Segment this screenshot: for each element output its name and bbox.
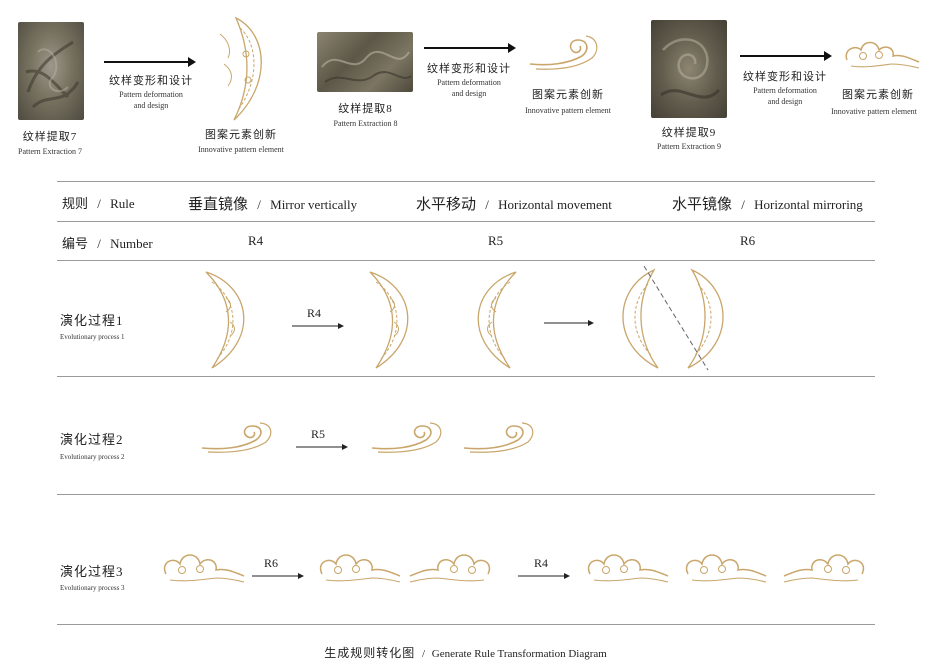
rule-r5-sep: / [485, 197, 489, 212]
pattern-element-7 [219, 16, 262, 121]
process-2-step-1-arrow [296, 444, 348, 450]
pattern-element-9 [845, 41, 920, 69]
number-r6: R6 [740, 233, 756, 248]
element-8-en: Innovative pattern element [525, 106, 611, 115]
rule-r6-cn: 水平镜像 [672, 197, 733, 213]
mirror-axis [643, 265, 709, 371]
transform-2-en2: and design [451, 89, 487, 98]
transform-arrow-2 [424, 43, 516, 53]
process-1-step-1-label: R4 [307, 306, 322, 320]
rule-header-sep: / [97, 196, 101, 211]
table-header-bottom-line [57, 260, 875, 261]
extraction-7-en: Pattern Extraction 7 [18, 147, 82, 156]
process-3-step-2-arrow [518, 573, 570, 579]
rule-header-en: Rule [110, 196, 135, 211]
rule-r5-cn: 水平移动 [416, 197, 477, 213]
rule-r5-en: Horizontal movement [498, 197, 612, 212]
number-r4: R4 [248, 233, 264, 248]
process-2-cloud-c [463, 422, 534, 453]
rule-r4-en: Mirror vertically [270, 197, 358, 212]
extraction-9-en: Pattern Extraction 9 [657, 142, 721, 151]
process-3-cloud-a [163, 554, 245, 583]
process-3-cloud-d [587, 554, 669, 583]
process-3-bottom-line [57, 624, 875, 625]
process-1-crescent-c [477, 271, 517, 369]
process-2-cloud-b [371, 422, 442, 453]
transform-3-en2: and design [767, 97, 803, 106]
process-3-cloud-f [783, 554, 865, 583]
rule-r4-cn: 垂直镜像 [188, 197, 249, 213]
pattern-photo-8 [317, 32, 413, 92]
process-2-cn: 演化过程2 [60, 432, 124, 447]
pattern-photo-7 [18, 22, 84, 120]
process-3-cloud-c [409, 554, 491, 583]
table-top-line [57, 181, 875, 182]
pattern-photo-9-texture [660, 38, 721, 99]
rule-r5: 水平移动 / Horizontal movement [416, 193, 612, 214]
extraction-7-cn: 纹样提取7 [22, 131, 78, 143]
rule-header-cn: 规则 [62, 196, 89, 211]
transform-arrow-3 [740, 51, 832, 61]
transform-1-cn: 纹样变形和设计 [109, 75, 193, 87]
extraction-9-cn: 纹样提取9 [661, 127, 717, 139]
process-2-step-1-label: R5 [311, 427, 326, 441]
rule-r6: 水平镜像 / Horizontal mirroring [672, 193, 863, 214]
transform-3-en1: Pattern deformation [753, 86, 817, 95]
number-r5: R5 [488, 233, 504, 248]
transform-arrow-1 [104, 57, 196, 67]
process-1-crescent-a [205, 271, 245, 369]
process-2-cloud-a [201, 422, 272, 453]
element-7-cn: 图案元素创新 [205, 129, 277, 141]
rule-r4: 垂直镜像 / Mirror vertically [188, 193, 357, 214]
element-7-en: Innovative pattern element [198, 145, 284, 154]
rule-r6-en: Horizontal mirroring [754, 197, 863, 212]
process-3-cn: 演化过程3 [60, 564, 124, 579]
process-1-en: Evolutionary process 1 [60, 333, 125, 341]
extraction-8-cn: 纹样提取8 [338, 103, 393, 115]
process-2-en: Evolutionary process 2 [60, 453, 125, 461]
pattern-element-8 [529, 35, 598, 70]
process-1-combined-pattern [622, 265, 724, 371]
transform-1-en2: and design [133, 101, 169, 110]
process-1-cn: 演化过程1 [60, 313, 124, 328]
process-1-step-2-arrow [544, 320, 594, 326]
process-2-bottom-line [57, 494, 875, 495]
process-3-cloud-b [319, 554, 401, 583]
pattern-photo-7-texture [25, 40, 80, 109]
element-8-cn: 图案元素创新 [532, 89, 604, 101]
process-1-step-1-arrow [292, 323, 344, 329]
process-1-crescent-b [369, 271, 409, 369]
transform-2-en1: Pattern deformation [437, 78, 501, 87]
process-3-step-2-label: R4 [534, 556, 549, 570]
transform-2-cn: 纹样变形和设计 [427, 63, 511, 75]
number-header-en: Number [110, 236, 153, 251]
process-3-step-1-label: R6 [264, 556, 279, 570]
process-3-step-1-arrow [252, 573, 304, 579]
rule-r6-sep: / [741, 197, 745, 212]
process-1-bottom-line [57, 376, 875, 377]
caption-en: Generate Rule Transformation Diagram [431, 648, 607, 660]
element-9-en: Innovative pattern element [831, 107, 917, 116]
rule-header: 规则 / Rule [62, 193, 135, 212]
caption-cn: 生成规则转化图 [324, 646, 416, 660]
extraction-8-en: Pattern Extraction 8 [333, 119, 398, 128]
table-mid-line [57, 221, 875, 222]
rule-r4-sep: / [257, 197, 261, 212]
number-header: 编号 / Number [62, 233, 153, 252]
number-header-cn: 编号 [62, 236, 89, 251]
process-3-cloud-e [685, 554, 767, 583]
caption-sep: / [421, 648, 426, 660]
number-header-sep: / [97, 236, 101, 251]
transform-1-en1: Pattern deformation [119, 90, 183, 99]
diagram-caption: 生成规则转化图 / Generate Rule Transformation D… [0, 644, 931, 661]
pattern-photo-9 [651, 20, 727, 118]
pattern-photo-8-texture [321, 50, 412, 83]
element-9-cn: 图案元素创新 [842, 89, 914, 101]
transform-3-cn: 纹样变形和设计 [743, 71, 827, 83]
process-3-en: Evolutionary process 3 [60, 584, 125, 592]
